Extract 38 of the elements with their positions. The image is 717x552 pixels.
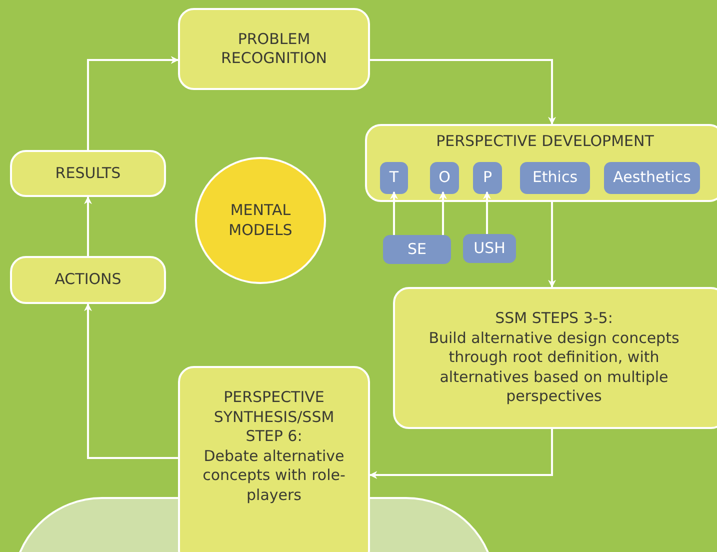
tag-label: O	[438, 168, 450, 188]
process-box	[10, 150, 166, 197]
box-label: ACTIONS	[54, 270, 122, 290]
tag-label: T	[389, 168, 399, 188]
process-box	[393, 287, 717, 429]
process-box	[178, 366, 370, 552]
arrow	[483, 191, 491, 234]
box-label: MENTAL MODELS	[228, 201, 294, 240]
box-description: Build alternative design concepts through root definition, with alternatives based on multiple perspectives	[428, 328, 680, 407]
perspective-tag	[430, 162, 459, 194]
arrow	[439, 191, 447, 235]
box-label: PROBLEM RECOGNITION	[220, 30, 328, 68]
arrow	[390, 191, 398, 235]
box-label: RESULTS	[55, 164, 121, 184]
process-box	[365, 124, 717, 202]
perspective-tag	[380, 162, 408, 194]
box-label: PERSPECTIVE DEVELOPMENT	[436, 132, 654, 152]
tag-label: USH	[474, 238, 506, 258]
tag-label: Ethics	[532, 168, 578, 188]
arrow	[370, 59, 556, 125]
box-heading: SSM STEPS 3-5:	[495, 309, 613, 329]
tag-label: P	[482, 168, 492, 188]
perspective-tag	[383, 235, 451, 264]
arrow	[84, 196, 92, 256]
perspective-tag	[463, 234, 516, 263]
arrow	[87, 56, 179, 150]
box-heading: PERSPECTIVE SYNTHESIS/SSM STEP 6:	[212, 388, 336, 446]
perspective-tag	[604, 162, 700, 194]
box-description: Debate alternative concepts with role-players	[202, 446, 346, 505]
arrow	[548, 202, 556, 288]
arrow	[369, 429, 553, 479]
perspective-tag	[473, 162, 502, 194]
arrow	[84, 303, 178, 459]
perspective-tag	[520, 162, 590, 194]
process-box	[10, 256, 166, 304]
tag-label: SE	[408, 240, 426, 260]
process-box	[178, 8, 370, 90]
tag-label: Aesthetics	[613, 168, 691, 188]
